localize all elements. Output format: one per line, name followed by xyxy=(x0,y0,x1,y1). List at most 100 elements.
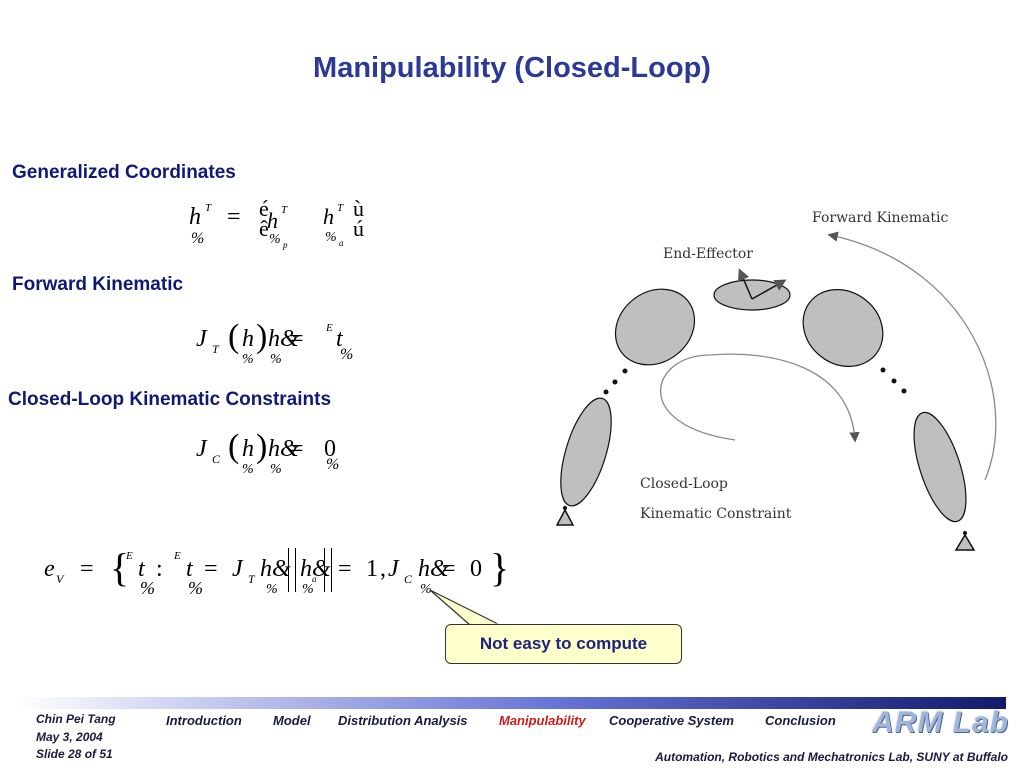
eq2-sub-t: T xyxy=(212,342,219,356)
footer-lab-name: Automation, Robotics and Mechatronics La… xyxy=(655,750,1008,764)
equation-forward-kinematic: J T ( h ) h& = E t % % % xyxy=(196,318,366,374)
eq4-sup-e-1: E xyxy=(126,550,133,562)
eq3-paren-open: ( xyxy=(228,428,240,465)
eq4-equals-2: = xyxy=(204,556,218,582)
eq4-hdot2-underbar: % xyxy=(302,582,314,597)
footer-nav: Introduction Model Distribution Analysis… xyxy=(0,713,1024,731)
eq4-brace-close: } xyxy=(490,545,510,590)
eq4-brace-open: { xyxy=(110,545,130,590)
eq3-zero-underbar: % xyxy=(326,456,340,473)
nav-introduction[interactable]: Introduction xyxy=(166,713,242,728)
eq1-sub-p: % xyxy=(269,232,281,247)
equation-closed-loop-constraint: J C ( h ) h& = 0 % % % xyxy=(196,428,356,484)
footer-slide-number: Slide 28 of 51 xyxy=(36,747,113,761)
eq2-paren-close: ) xyxy=(256,318,268,355)
eq4-sub-c: C xyxy=(404,572,413,586)
heading-forward-kinematic: Forward Kinematic xyxy=(12,274,184,295)
eq4-t2-underbar: % xyxy=(188,578,203,598)
heading-generalized-coordinates: Generalized Coordinates xyxy=(12,162,236,183)
link-lower-left xyxy=(560,397,612,507)
eq1-sub-a: % xyxy=(325,230,337,245)
eq4-norm-open xyxy=(288,548,296,592)
nav-model[interactable]: Model xyxy=(273,713,311,728)
eq4-hdot3-underbar: % xyxy=(420,582,432,597)
eq3-hdot: h& xyxy=(268,436,299,462)
eq4-j-t: J xyxy=(232,556,243,582)
slide-title: Manipulability (Closed-Loop) xyxy=(313,52,711,84)
nav-manipulability[interactable]: Manipulability xyxy=(499,713,586,728)
eq4-zero: 0 xyxy=(470,556,482,582)
eq4-hdot-3: h& xyxy=(418,556,449,582)
nav-conclusion[interactable]: Conclusion xyxy=(765,713,836,728)
eq4-hdot-1: h& xyxy=(260,556,291,582)
eq1-h-a: h xyxy=(323,204,334,229)
eq4-comma: , xyxy=(380,556,386,582)
eq2-t-underbar: % xyxy=(340,346,354,363)
eq3-equals: = xyxy=(290,436,304,462)
eq3-paren-close: ) xyxy=(256,428,268,465)
footer-gradient-bar xyxy=(16,697,1006,709)
eq1-sub-p-label: p xyxy=(283,240,288,250)
eq3-sub-c: C xyxy=(212,452,221,466)
eq1-sup-t-p: T xyxy=(281,204,288,216)
eq4-t-2: t xyxy=(186,556,193,582)
eq4-sub-v: V xyxy=(56,572,64,586)
eq2-equals: = xyxy=(290,326,304,352)
link-upper-left xyxy=(614,288,696,366)
eq2-h: h xyxy=(242,326,254,352)
eq1-bracket-close: ù xyxy=(353,196,364,221)
eq1-sub: % xyxy=(191,230,205,247)
eq4-e: e xyxy=(44,556,55,582)
eq4-colon: : xyxy=(156,556,163,582)
eq2-j: J xyxy=(196,326,207,352)
nav-cooperative-system[interactable]: Cooperative System xyxy=(609,713,734,728)
eq2-paren-open: ( xyxy=(228,318,240,355)
eq4-equals-4: = xyxy=(442,556,456,582)
label-kinematic-constraint: Kinematic Constraint xyxy=(640,506,792,522)
eq1-bracket-close-2: ú xyxy=(353,216,364,241)
label-forward-kinematic: Forward Kinematic xyxy=(812,210,949,226)
eq1-sup-t-a: T xyxy=(337,202,344,214)
eq4-j-c: J xyxy=(388,556,399,582)
arm-lab-logo: ARM Lab xyxy=(872,706,1009,739)
eq4-sup-e-2: E xyxy=(174,550,181,562)
eq3-j: J xyxy=(196,436,207,462)
eq2-hdot-underbar: % xyxy=(270,352,282,367)
equation-generalized-coordinates: h T % = é ê h T % p h T % a ù ú xyxy=(185,196,375,256)
eq4-hdot-2: h& xyxy=(300,556,331,582)
equation-velocity-set: e V = { E t % : E t % = J T h& % h& % a … xyxy=(44,544,514,608)
closed-loop-arrow xyxy=(659,353,860,443)
eq1-bracket-open: é xyxy=(259,196,269,221)
base-left xyxy=(555,508,575,526)
eq4-equals-1: = xyxy=(80,556,94,582)
eq3-h: h xyxy=(242,436,254,462)
eq4-hdot1-underbar: % xyxy=(266,582,278,597)
eq4-t-1: t xyxy=(138,556,145,582)
eq2-h-underbar: % xyxy=(242,352,254,367)
eq2-t: t xyxy=(336,326,343,352)
eq1-h-p: h xyxy=(267,208,278,233)
base-right xyxy=(954,533,976,551)
nav-distribution-analysis[interactable]: Distribution Analysis xyxy=(338,713,468,728)
label-closed-loop: Closed-Loop xyxy=(640,476,728,492)
link-upper-right xyxy=(802,289,884,367)
eq2-sup-e: E xyxy=(326,322,333,334)
link-lower-right xyxy=(913,411,967,523)
eq1-bracket-open-2: ê xyxy=(259,216,269,241)
eq1-sup-t: T xyxy=(205,202,212,214)
eq4-t1-underbar: % xyxy=(140,578,155,598)
eq3-h-underbar: % xyxy=(242,462,254,477)
eq3-hdot-underbar: % xyxy=(270,462,282,477)
forward-kinematic-arrow xyxy=(827,231,997,481)
eq1-sub-a-label: a xyxy=(339,238,344,248)
heading-closed-loop-constraints: Closed-Loop Kinematic Constraints xyxy=(8,389,332,410)
eq4-norm-close xyxy=(324,548,332,592)
eq3-zero: 0 xyxy=(324,436,336,462)
eq1-equals: = xyxy=(227,204,241,230)
eq4-one: 1 xyxy=(366,556,378,582)
eq4-sub-a: a xyxy=(312,574,317,584)
robot-diagram xyxy=(555,231,997,551)
eq4-sub-t: T xyxy=(248,572,255,586)
footer-author: Chin Pei Tang xyxy=(36,712,116,726)
eq1-h: h xyxy=(189,204,201,230)
